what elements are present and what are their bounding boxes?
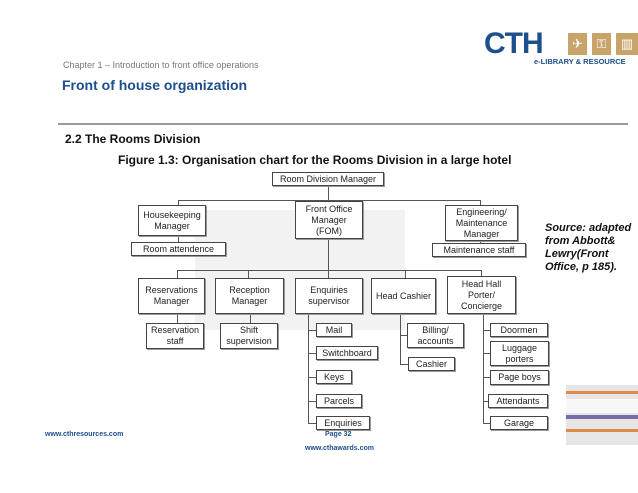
cashier-item-cashier: Cashier bbox=[408, 357, 455, 371]
source-note: Source: adapted from Abbott& Lewry(Front… bbox=[545, 222, 632, 273]
engineering-manager: Engineering/ Maintenance Manager bbox=[445, 205, 518, 241]
figure-caption: Figure 1.3: Organisation chart for the R… bbox=[118, 153, 512, 167]
enquiries-supervisor: Enquiries supervisor bbox=[295, 278, 363, 314]
room-attendance: Room attendence bbox=[131, 242, 226, 256]
divider bbox=[58, 123, 628, 125]
porter-item-luggage: Luggage porters bbox=[490, 341, 549, 366]
enquiries-item-parcels: Parcels bbox=[316, 394, 362, 408]
section-heading: 2.2 The Rooms Division bbox=[65, 132, 201, 146]
room-division-manager: Room Division Manager bbox=[272, 172, 384, 186]
key-icon: ⚿ bbox=[592, 33, 611, 55]
building-icon: ▥ bbox=[616, 33, 638, 55]
reservation-staff: Reservation staff bbox=[146, 323, 204, 349]
head-cashier: Head Cashier bbox=[371, 278, 436, 314]
housekeeping-manager: Housekeeping Manager bbox=[138, 205, 206, 236]
page-number: Page 32 bbox=[325, 431, 352, 438]
page-title: Front of house organization bbox=[62, 77, 248, 93]
shift-supervision: Shift supervision bbox=[220, 323, 278, 349]
reservations-manager: Reservations Manager bbox=[138, 278, 205, 314]
porter-item-garage: Garage bbox=[490, 416, 548, 430]
cashier-item-billing: Billing/ accounts bbox=[407, 323, 464, 348]
book-image bbox=[566, 385, 638, 445]
enquiries-item-enquiries: Enquiries bbox=[316, 416, 370, 430]
maintenance-staff: Maintenance staff bbox=[432, 243, 526, 257]
head-hall-porter: Head Hall Porter/ Concierge bbox=[447, 276, 516, 314]
footer-center-link[interactable]: www.cthawards.com bbox=[305, 445, 374, 452]
enquiries-item-keys: Keys bbox=[316, 370, 352, 384]
porter-item-doormen: Doormen bbox=[490, 323, 548, 337]
porter-item-page-boys: Page boys bbox=[490, 370, 549, 385]
plane-icon: ✈ bbox=[568, 33, 587, 55]
logo-cth: CTH bbox=[484, 27, 544, 60]
front-office-manager: Front Office Manager (FOM) bbox=[295, 201, 363, 239]
reception-manager: Reception Manager bbox=[215, 278, 284, 314]
enquiries-item-switchboard: Switchboard bbox=[316, 346, 378, 360]
enquiries-item-mail: Mail bbox=[316, 323, 352, 337]
footer-left-link[interactable]: www.cthresources.com bbox=[45, 431, 124, 438]
logo-tagline: e-LIBRARY & RESOURCE bbox=[534, 57, 626, 66]
porter-item-attendants: Attendants bbox=[488, 394, 548, 408]
chapter-heading: Chapter 1 – Introduction to front office… bbox=[63, 60, 259, 70]
